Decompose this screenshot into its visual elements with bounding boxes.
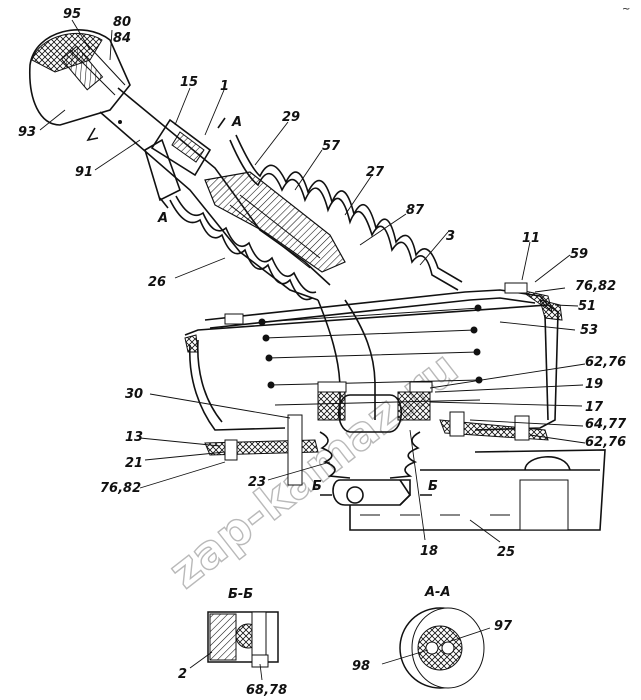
section-bb-title: Б-Б bbox=[228, 587, 253, 602]
section-view-bb: Б-Б 2 68,78 bbox=[178, 587, 287, 698]
callout-84: 84 bbox=[113, 31, 131, 46]
callout-labels: 95 80 84 93 91 15 1 29 57 27 87 3 11 59 … bbox=[18, 7, 627, 560]
section-view-aa: А-А 97 98 bbox=[352, 585, 513, 689]
callout-62-76-top: 62,76 bbox=[585, 355, 626, 370]
callout-29: 29 bbox=[282, 110, 300, 125]
section-b-left-label: Б bbox=[312, 479, 322, 494]
callout-64-77: 64,77 bbox=[585, 417, 627, 432]
spring-coils bbox=[258, 304, 483, 406]
section-markers bbox=[159, 117, 432, 496]
callout-98: 98 bbox=[352, 659, 370, 674]
callout-27: 27 bbox=[366, 165, 385, 180]
callout-30: 30 bbox=[125, 387, 143, 402]
corner-mark: ~ bbox=[622, 4, 630, 15]
callout-53: 53 bbox=[580, 323, 598, 338]
section-b-right-label: Б bbox=[428, 479, 438, 494]
section-a-top-label: A bbox=[231, 115, 242, 130]
shift-knob bbox=[29, 29, 131, 142]
lever-collar bbox=[144, 118, 212, 202]
mounting-flange bbox=[204, 411, 549, 486]
section-a-bottom-label: A bbox=[157, 211, 168, 226]
callout-62-76-bottom: 62,76 bbox=[585, 435, 626, 450]
callout-95: 95 bbox=[63, 7, 81, 22]
callout-59: 59 bbox=[570, 247, 588, 262]
callout-18: 18 bbox=[420, 544, 438, 559]
callout-80: 80 bbox=[113, 15, 131, 30]
callout-25: 25 bbox=[497, 545, 515, 560]
gearbox-top bbox=[332, 449, 606, 531]
callout-2: 2 bbox=[178, 667, 187, 682]
section-aa-title: А-А bbox=[424, 585, 451, 600]
callout-15: 15 bbox=[180, 75, 198, 90]
callout-11: 11 bbox=[522, 231, 540, 246]
callout-19: 19 bbox=[585, 377, 603, 392]
callout-97: 97 bbox=[494, 619, 513, 634]
callout-68-78: 68,78 bbox=[246, 683, 287, 698]
ball-joint bbox=[317, 381, 433, 433]
callout-3: 3 bbox=[446, 229, 455, 244]
callout-leaders bbox=[39, 19, 586, 543]
callout-21: 21 bbox=[125, 456, 143, 471]
boot-cover-housing bbox=[204, 282, 553, 329]
rubber-boot-bellows bbox=[169, 134, 463, 301]
callout-76-82-bottom: 76,82 bbox=[100, 481, 141, 496]
callout-87: 87 bbox=[406, 203, 425, 218]
callout-17: 17 bbox=[585, 400, 604, 415]
callout-91: 91 bbox=[75, 165, 93, 180]
callout-93: 93 bbox=[18, 125, 36, 140]
callout-26: 26 bbox=[148, 275, 166, 290]
base-housing bbox=[184, 299, 563, 431]
callout-23: 23 bbox=[248, 475, 266, 490]
inner-rod-section bbox=[204, 171, 346, 273]
callout-76-82-top: 76,82 bbox=[575, 279, 616, 294]
callout-13: 13 bbox=[125, 430, 143, 445]
callout-57: 57 bbox=[322, 139, 341, 154]
callout-51: 51 bbox=[578, 299, 596, 314]
lower-dust-boot bbox=[319, 431, 421, 479]
callout-1: 1 bbox=[220, 79, 229, 94]
